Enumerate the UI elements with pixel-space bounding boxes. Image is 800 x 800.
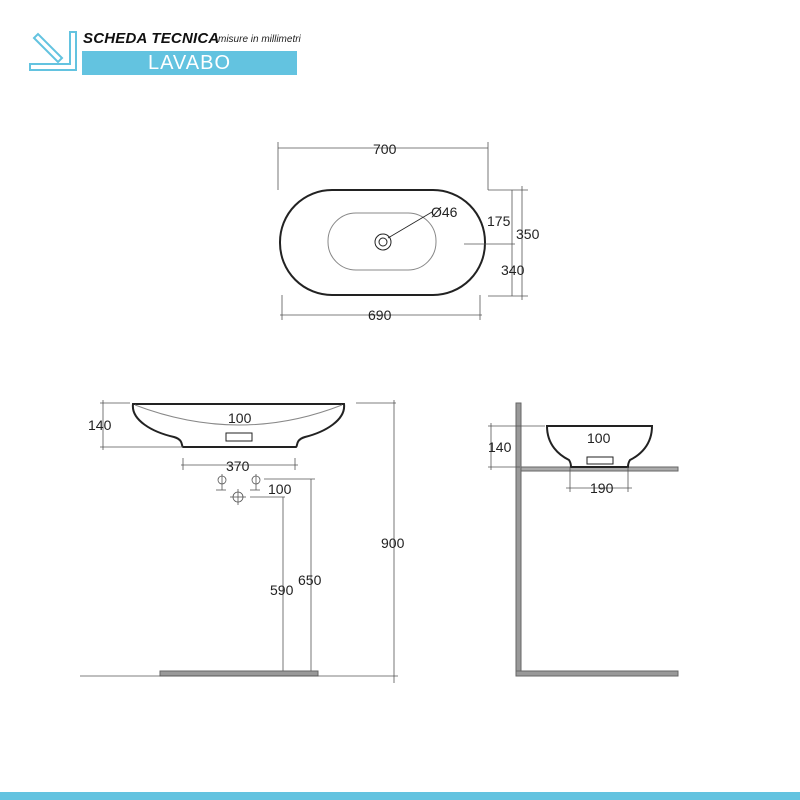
dim-690: 690	[368, 307, 392, 323]
header-subtitle: misure in millimetri	[218, 34, 301, 45]
dim-590: 590	[270, 582, 294, 598]
product-label: LAVABO	[82, 51, 297, 75]
dim-650: 650	[298, 572, 322, 588]
top-view	[277, 142, 528, 320]
dim-140: 140	[88, 417, 112, 433]
dim-700: 700	[373, 141, 397, 157]
dim-340: 340	[501, 262, 525, 278]
dim-370: 370	[226, 458, 250, 474]
front-view	[80, 400, 398, 683]
dim-100-basin: 100	[228, 410, 252, 426]
dim-100-drain: 100	[268, 481, 292, 497]
bottom-accent-bar	[0, 792, 800, 800]
header-title: SCHEDA TECNICA	[83, 30, 220, 47]
side-dim-100: 100	[587, 430, 611, 446]
ruler-pencil-icon	[29, 31, 77, 71]
side-view	[488, 402, 679, 677]
dim-350: 350	[516, 226, 540, 242]
dim-900: 900	[381, 535, 405, 551]
side-dim-190: 190	[590, 480, 614, 496]
dim-drain: Ø46	[431, 204, 458, 220]
side-dim-140: 140	[488, 439, 512, 455]
dim-175: 175	[487, 213, 511, 229]
